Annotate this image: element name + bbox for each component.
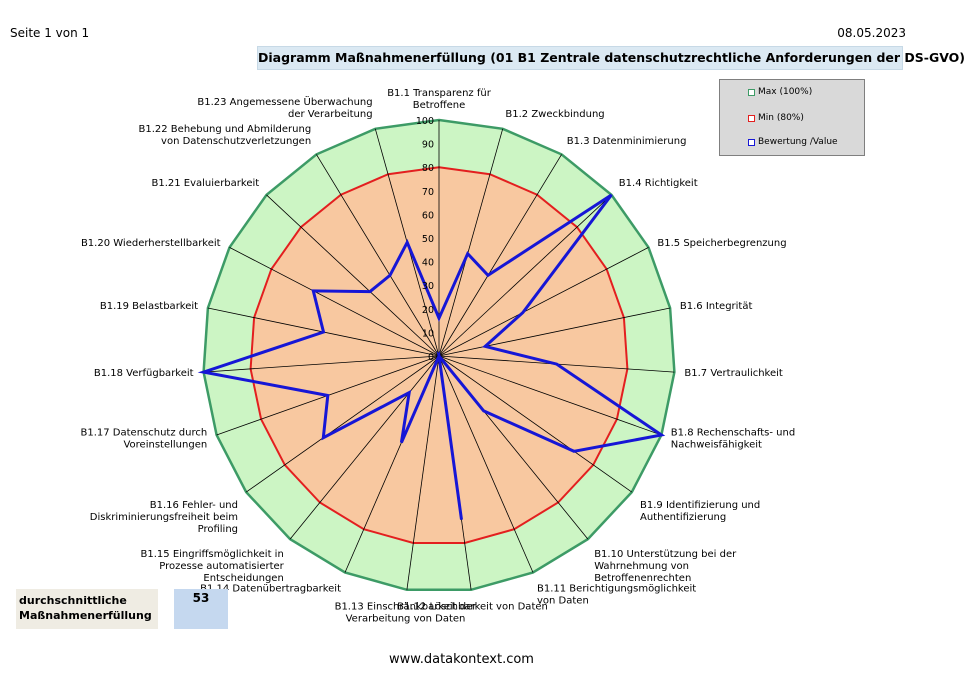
category-label-13-line-1: B1.13 Einschränkbarkeit der (335, 602, 478, 613)
legend-swatch-max (748, 88, 755, 96)
category-label-4-line-1: B1.4 Richtigkeit (619, 178, 698, 189)
category-label-10-line-3: Betroffenenrechten (594, 573, 691, 584)
category-label-23-line-2: der Verarbeitung (288, 109, 373, 120)
legend-item-max: Max (100%) (748, 87, 812, 97)
category-label-22-line-2: von Datenschutzverletzungen (161, 136, 311, 147)
legend-swatch-min (748, 114, 755, 122)
category-label-23-line-1: B1.23 Angemessene Überwachung (197, 95, 372, 108)
radar-chart: 0 10 20 30 40 50 60 70 80 90 100 B1.1 Transparenz … (80, 88, 795, 625)
tick-label-70: 70 (422, 187, 434, 198)
legend-label-value: Bewertung /Value (758, 137, 838, 147)
category-label-12-line-1: B1.12 Löschbarkeit von Daten (397, 602, 548, 613)
category-label-21-line-1: B1.21 Evaluierbarkeit (151, 178, 259, 189)
tick-label-100: 100 (416, 116, 434, 127)
legend-swatch-value (748, 138, 755, 146)
series-value-polygon (197, 193, 666, 520)
category-label-10-line-2: Wahrnehmung von (594, 561, 689, 572)
category-label-1-line-2: Betroffene (413, 100, 465, 111)
spoke-13 (406, 355, 440, 590)
print-date: 08.05.2023 (837, 26, 906, 40)
spoke-4 (438, 194, 612, 357)
spoke-22 (316, 154, 440, 357)
category-label-2-line-1: B1.2 Zweckbindung (505, 109, 604, 120)
category-label-15-line-1: B1.15 Eingriffsmöglichkeit in (141, 549, 284, 560)
category-label-14-line-1: B1.14 Datenübertragbarkeit (200, 584, 341, 595)
spoke-15 (289, 355, 440, 540)
category-label-15-line-2: Prozesse automatisierter (159, 561, 284, 572)
tick-label-40: 40 (422, 258, 434, 269)
category-label-9-line-2: Authentifizierung (640, 512, 726, 523)
category-label-16-line-1: B1.16 Fehler- und (150, 500, 238, 511)
tick-labels-layer: 0 10 20 30 40 50 60 70 80 90 100 (416, 116, 434, 363)
legend-label-max: Max (100%) (758, 87, 813, 97)
category-label-19-line-1: B1.19 Belastbarkeit (100, 301, 198, 312)
legend-label-min: Min (80%) (758, 113, 804, 123)
chart-title: Diagramm Maßnahmenerfüllung (01 B1 Zentr… (257, 46, 965, 70)
value-line-layer (197, 193, 666, 520)
category-label-9-line-1: B1.9 Identifizierung und (640, 500, 760, 511)
spoke-16 (245, 355, 440, 493)
legend-item-min: Min (80%) (748, 113, 804, 123)
tick-label-50: 50 (422, 234, 434, 245)
spoke-2 (438, 128, 504, 357)
spoke-20 (229, 247, 440, 357)
spoke-5 (438, 247, 649, 357)
category-label-18-line-1: B1.18 Verfügbarkeit (94, 368, 194, 379)
legend-item-value: Bewertung /Value (748, 137, 838, 147)
tick-label-0: 0 (428, 352, 434, 363)
category-label-10-line-1: B1.10 Unterstützung bei der (594, 549, 737, 560)
category-label-20-line-1: B1.20 Wiederherstellbarkeit (81, 238, 221, 249)
category-label-15-line-3: Entscheidungen (203, 573, 283, 584)
spoke-8 (438, 355, 662, 436)
category-label-3-line-1: B1.3 Datenminimierung (567, 136, 687, 147)
category-label-7-line-1: B1.7 Vertraulichkeit (684, 368, 783, 379)
spoke-6 (438, 307, 671, 357)
category-label-22-line-1: B1.22 Behebung und Abmilderung (139, 124, 312, 135)
tick-label-60: 60 (422, 210, 434, 221)
category-label-5-line-1: B1.5 Speicherbegrenzung (657, 238, 786, 249)
category-label-6-line-1: B1.6 Integrität (680, 301, 753, 312)
average-fulfillment-value: 53 (174, 589, 228, 629)
category-label-13-line-2: Verarbeitung von Daten (346, 614, 466, 625)
tick-label-90: 90 (422, 140, 434, 151)
category-label-1-line-1: B1.1 Transparenz für (387, 88, 492, 99)
tick-label-30: 30 (422, 281, 434, 292)
spoke-9 (438, 355, 633, 493)
spoke-11 (438, 355, 534, 573)
page-number: Seite 1 von 1 (10, 26, 90, 40)
category-label-17-line-1: B1.17 Datenschutz durch (80, 427, 207, 438)
average-fulfillment-label: durchschnittliche Maßnahmenerfüllung (16, 589, 158, 629)
spoke-21 (266, 194, 440, 357)
chart-legend: Max (100%) Min (80%) Bewertung /Value (719, 79, 865, 156)
tick-label-20: 20 (422, 305, 434, 316)
tick-label-80: 80 (422, 163, 434, 174)
category-label-11-line-2: von Daten (537, 596, 589, 607)
tick-label-10: 10 (422, 328, 434, 339)
spoke-18 (203, 355, 440, 373)
spoke-3 (438, 154, 562, 357)
category-label-16-line-2: Diskriminierungsfreiheit beim (90, 512, 238, 523)
category-label-16-line-3: Profiling (198, 524, 238, 535)
category-label-8-line-2: Nachweisfähigkeit (671, 439, 762, 450)
footer-url: www.datakontext.com (389, 652, 534, 667)
category-label-17-line-2: Voreinstellungen (123, 439, 207, 450)
category-label-11-line-1: B1.11 Berichtigungsmöglichkeit (537, 584, 696, 595)
category-label-8-line-1: B1.8 Rechenschafts- und (671, 427, 795, 438)
